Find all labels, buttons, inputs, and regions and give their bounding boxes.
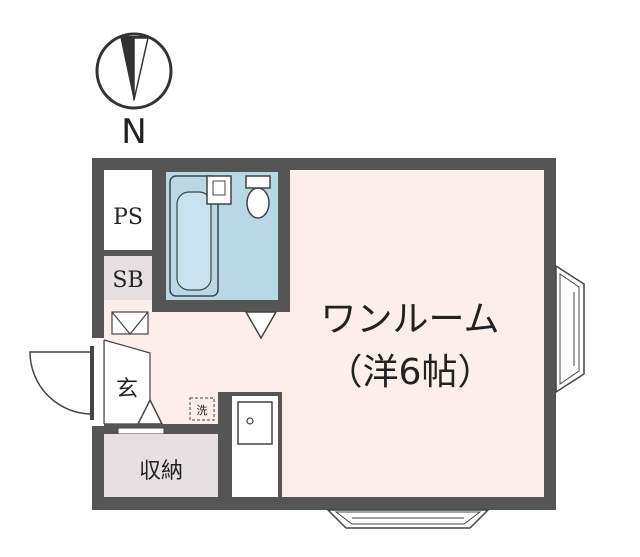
ps-label: PS xyxy=(113,205,143,230)
laundry-label: 洗 xyxy=(197,404,208,417)
ps-room xyxy=(104,170,152,250)
main-room-size: （洋6帖） xyxy=(327,352,494,393)
bath-door-icon xyxy=(244,311,278,340)
kitchen-sink-icon xyxy=(237,401,273,445)
main-room-label: ワンルーム xyxy=(321,299,500,340)
compass-icon: N xyxy=(95,32,173,152)
bay-window-bottom xyxy=(326,509,490,529)
toilet-icon xyxy=(245,175,271,219)
bay-window-right xyxy=(555,264,585,394)
laundry-icon xyxy=(189,397,215,421)
sb-door-icon xyxy=(111,311,149,335)
sb-label: SB xyxy=(112,268,143,293)
storage-label: 収納 xyxy=(139,459,183,484)
sb-room xyxy=(104,256,152,300)
bath-right-wall xyxy=(280,170,290,312)
compass-label: N xyxy=(121,112,146,152)
entrance-label: 玄 xyxy=(116,377,138,402)
entrance-door-icon xyxy=(29,351,93,415)
ps-sb-wall xyxy=(152,170,162,312)
bath-bottom-wall xyxy=(162,302,290,312)
storage-room xyxy=(104,434,222,497)
